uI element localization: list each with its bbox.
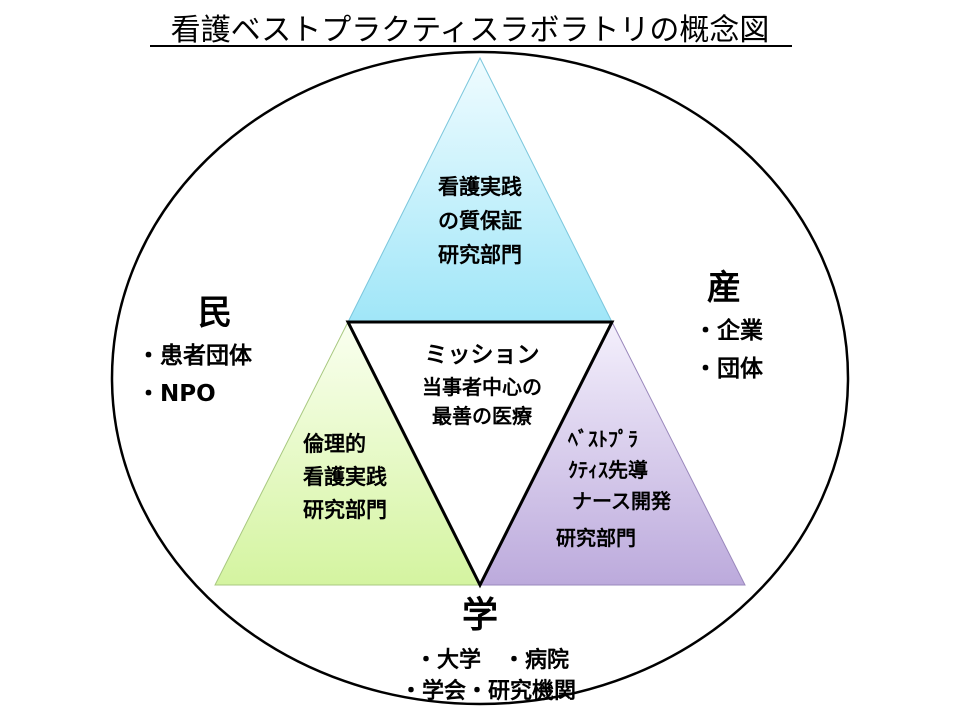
san-heading: 産 [707,268,741,308]
gaku-item: ・大学 ・病院 [415,647,569,673]
mission-line: 当事者中心の [422,375,542,399]
top-line: 看護実践 [438,175,522,199]
gaku-group: 学 ・大学 ・病院 ・学会・研究機関 [400,594,576,704]
san-item: ・企業 [694,317,764,344]
top-line: の質保証 [438,209,522,233]
right-line: ｸﾃｨｽ先導 [568,458,648,482]
page-title: 看護ベストプラクティスラボラトリの概念図 [171,13,770,48]
min-heading: 民 [198,293,232,333]
left-line: 倫理的 [303,432,366,456]
gaku-heading: 学 [462,594,498,636]
min-group: 民 ・患者団体 ・NPO [137,293,253,407]
min-item: ・NPO [137,381,216,407]
right-line: ﾍﾞｽﾄﾌﾟﾗ [567,427,638,451]
top-triangle-text: 看護実践 の質保証 研究部門 [438,175,522,267]
outer-ellipse [110,50,850,706]
right-line: 研究部門 [556,526,636,550]
mission-heading: ミッション [425,342,540,368]
min-item: ・患者団体 [137,342,253,369]
right-line: ナース開発 [572,489,672,513]
san-group: 産 ・企業 ・団体 [694,268,764,382]
left-triangle-text: 倫理的 看護実践 研究部門 [303,432,387,522]
top-line: 研究部門 [438,243,522,267]
right-triangle-text: ﾍﾞｽﾄﾌﾟﾗ ｸﾃｨｽ先導 ナース開発 研究部門 [556,427,672,550]
left-line: 看護実践 [303,465,387,489]
gaku-item: ・学会・研究機関 [400,678,576,704]
san-item: ・団体 [694,356,764,382]
center-triangle-text: ミッション 当事者中心の 最善の医療 [422,342,542,428]
left-line: 研究部門 [303,498,387,522]
center-triangle [345,320,615,589]
mission-line: 最善の医療 [432,404,532,428]
